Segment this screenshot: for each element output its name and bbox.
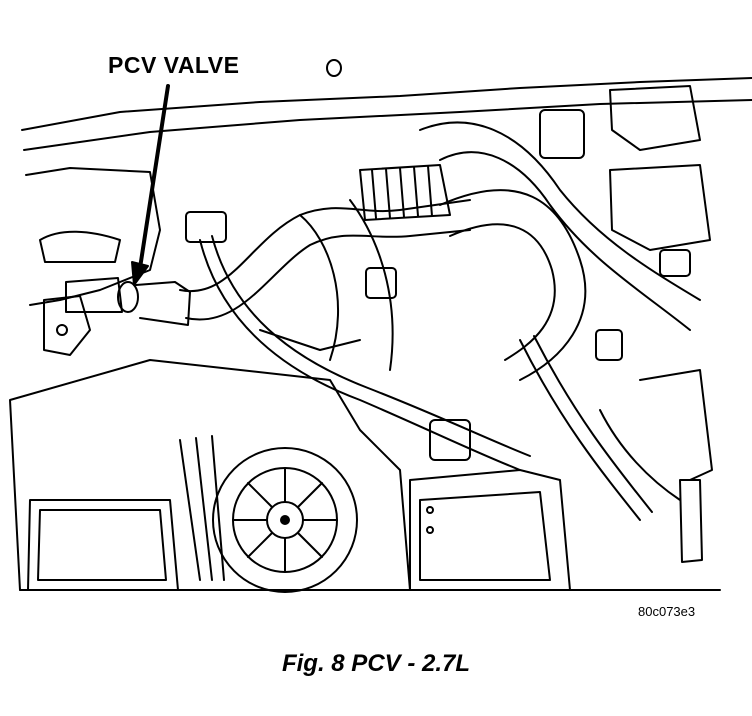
hoses xyxy=(180,123,700,381)
image-code: 80c073e3 xyxy=(638,604,696,619)
callout-arrowhead xyxy=(132,262,148,285)
hood-edge xyxy=(22,60,752,150)
connectors xyxy=(186,110,690,460)
alternator xyxy=(10,360,410,592)
right-components xyxy=(600,86,712,562)
lower-left-housing xyxy=(28,500,178,590)
corrugated-boot xyxy=(360,165,450,220)
figure-caption: Fig. 8 PCV - 2.7L xyxy=(281,650,471,677)
pcv-valve-callout-arrow xyxy=(140,86,168,268)
wiring-harness xyxy=(200,236,652,520)
pcv-valve-callout-label: PCV VALVE xyxy=(108,52,240,78)
pcv-valve xyxy=(66,278,190,325)
control-module xyxy=(410,470,570,590)
